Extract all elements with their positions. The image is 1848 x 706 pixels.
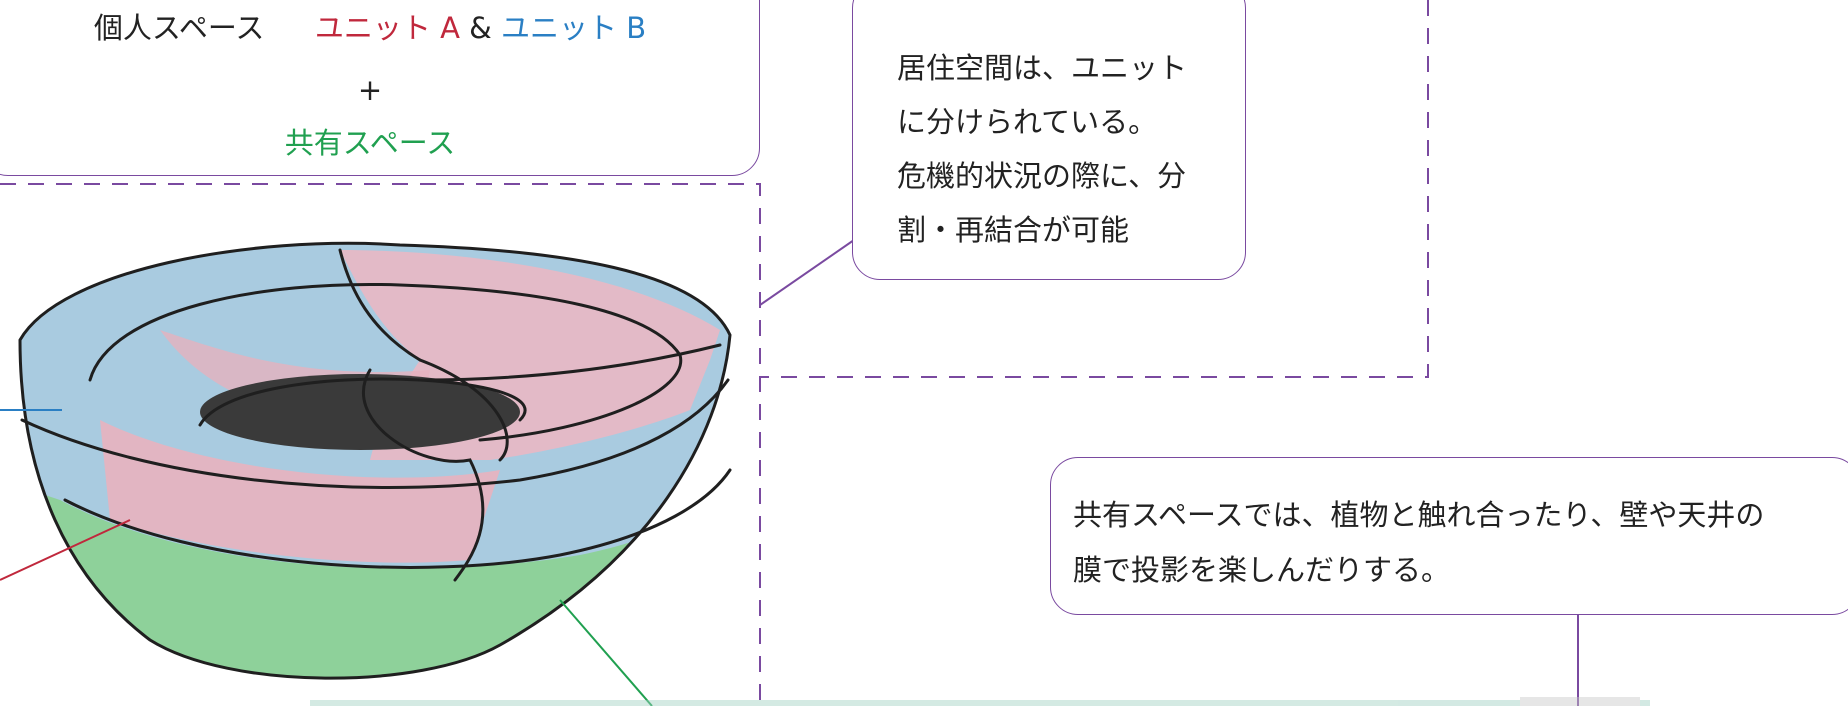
bottom-sketch-strip [310,697,1650,706]
dashed-frame-main [0,183,761,706]
bowl-sketch [20,243,730,679]
legend-units-row: 個人スペース ユニット A & ユニット B [0,11,759,45]
shared-space-label: 共有スペース [284,126,456,160]
leader-shared [559,599,653,706]
shared-callout-line: 膜で投影を楽しんだりする。 [1073,553,1451,587]
plus-sign: + [357,73,383,107]
unit-a-label: ユニット A [314,11,460,45]
unit-b-label: ユニット B [500,11,647,45]
units-callout-line: 居住空間は、ユニット [897,51,1188,85]
dashed-frame-upper [760,0,1429,378]
leader-units-callout [759,239,855,306]
units-callout-line: 割・再結合が可能 [897,213,1130,247]
units-callout-line: 危機的状況の際に、分 [897,159,1187,193]
units-callout: 居住空間は、ユニット に分けられている。 危機的状況の際に、分 割・再結合が可能 [852,0,1246,280]
shared-callout-line: 共有スペースでは、植物と触れ合ったり、壁や天井の [1073,498,1765,532]
personal-space-label: 個人スペース [93,11,265,45]
shared-space-callout: 共有スペースでは、植物と触れ合ったり、壁や天井の 膜で投影を楽しんだりする。 [1050,457,1848,615]
ampersand: & [469,11,492,45]
legend-box: 個人スペース ユニット A & ユニット B + 共有スペース [0,0,760,176]
leader-unit-a [0,519,131,581]
units-callout-line: に分けられている。 [897,105,1158,139]
